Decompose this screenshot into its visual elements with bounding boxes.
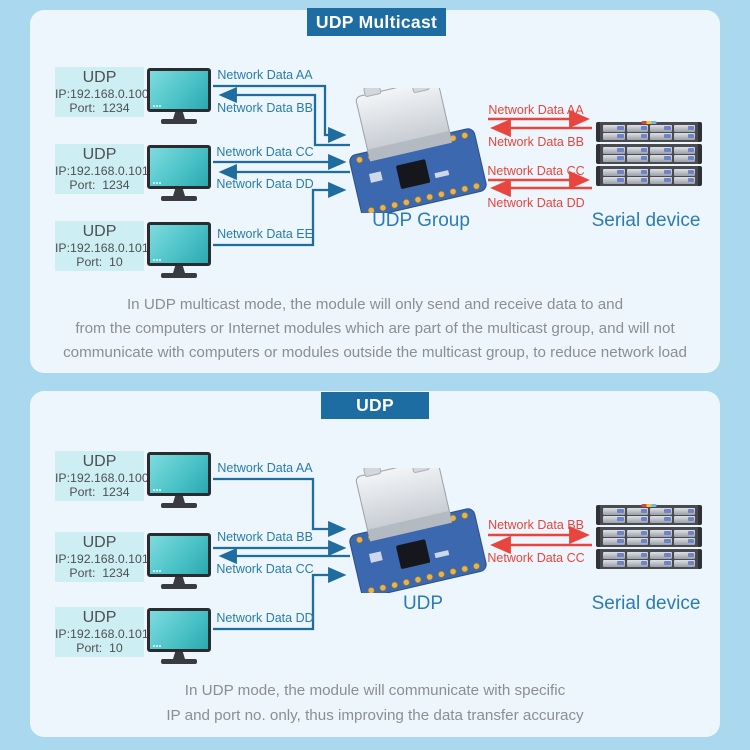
station-port: Port: 1234 (69, 178, 130, 192)
serial-device-icon (596, 504, 702, 571)
caption-line: In UDP mode, the module will communicate… (184, 682, 566, 699)
station-port: Port: 10 (76, 255, 123, 269)
serial-flow-label: Network Data BB (488, 518, 584, 532)
flow-label: Network Data DD (216, 611, 314, 625)
station-protocol: UDP (82, 453, 117, 470)
serial-device-icon (596, 121, 702, 188)
computer-icon (147, 533, 211, 589)
station-port: Port: 1234 (69, 485, 130, 499)
serial-flow-label: Network Data CC (487, 164, 585, 178)
module-label: UDP Group (372, 210, 470, 231)
panel-caption: In UDP multicast mode, the module will o… (0, 293, 750, 365)
ethernet-module-icon (349, 468, 487, 593)
computer-icon (147, 452, 211, 508)
station-port: Port: 10 (76, 641, 123, 655)
flow-label: Network Data DD (216, 177, 314, 191)
computer-icon (147, 68, 211, 124)
station-info: UDP IP:192.168.0.101 Port: 10 (55, 607, 149, 657)
panel-caption: In UDP mode, the module will communicate… (0, 678, 750, 728)
station-info: UDP IP:192.168.0.100 Port: 1234 (55, 67, 149, 117)
station-protocol: UDP (82, 223, 117, 240)
caption-line: from the computers or Internet modules w… (75, 320, 675, 337)
station-6: UDP IP:192.168.0.101 Port: 10 (55, 607, 215, 669)
flow-label: Network Data BB (217, 101, 313, 115)
caption-line: In UDP multicast mode, the module will o… (126, 296, 624, 313)
station-protocol: UDP (82, 534, 117, 551)
station-protocol: UDP (82, 69, 117, 86)
station-info: UDP IP:192.168.0.101 Port: 1234 (55, 532, 149, 582)
ethernet-module-icon (349, 88, 487, 213)
caption-line: IP and port no. only, thus improving the… (166, 707, 584, 724)
flow-label: Network Data AA (217, 68, 313, 82)
station-ip: IP:192.168.0.100 (55, 471, 149, 485)
flow-label: Network Data CC (216, 562, 314, 576)
station-ip: IP:192.168.0.101 (55, 241, 149, 255)
serial-flow-label: Network Data DD (487, 196, 585, 210)
computer-icon (147, 608, 211, 664)
station-ip: IP:192.168.0.101 (55, 552, 149, 566)
module-label: UDP (402, 593, 444, 614)
serial-flow-label: Network Data BB (488, 135, 584, 149)
station-2: UDP IP:192.168.0.101 Port: 1234 (55, 144, 215, 206)
station-4: UDP IP:192.168.0.100 Port: 1234 (55, 451, 215, 513)
serial-device-label: Serial device (591, 210, 701, 231)
flow-label: Network Data AA (217, 461, 313, 475)
station-port: Port: 1234 (69, 566, 130, 580)
station-1: UDP IP:192.168.0.100 Port: 1234 (55, 67, 215, 129)
caption-line: communicate with computers or modules ou… (63, 344, 687, 361)
station-port: Port: 1234 (69, 101, 130, 115)
station-protocol: UDP (82, 609, 117, 626)
computer-icon (147, 222, 211, 278)
flow-label: Network Data EE (217, 227, 313, 241)
flow-label: Network Data BB (217, 530, 313, 544)
station-3: UDP IP:192.168.0.101 Port: 10 (55, 221, 215, 283)
station-info: UDP IP:192.168.0.101 Port: 1234 (55, 144, 149, 194)
station-5: UDP IP:192.168.0.101 Port: 1234 (55, 532, 215, 594)
serial-device-label: Serial device (591, 593, 701, 614)
computer-icon (147, 145, 211, 201)
serial-flow-label: Network Data AA (488, 103, 584, 117)
station-ip: IP:192.168.0.101 (55, 627, 149, 641)
station-protocol: UDP (82, 146, 117, 163)
panel-title-udp: UDP (321, 392, 429, 419)
flow-label: Network Data CC (216, 145, 314, 159)
station-ip: IP:192.168.0.100 (55, 87, 149, 101)
panel-title-udp-multicast: UDP Multicast (307, 8, 446, 36)
station-info: UDP IP:192.168.0.101 Port: 10 (55, 221, 149, 271)
serial-flow-label: Network Data CC (487, 551, 585, 565)
station-info: UDP IP:192.168.0.100 Port: 1234 (55, 451, 149, 501)
station-ip: IP:192.168.0.101 (55, 164, 149, 178)
